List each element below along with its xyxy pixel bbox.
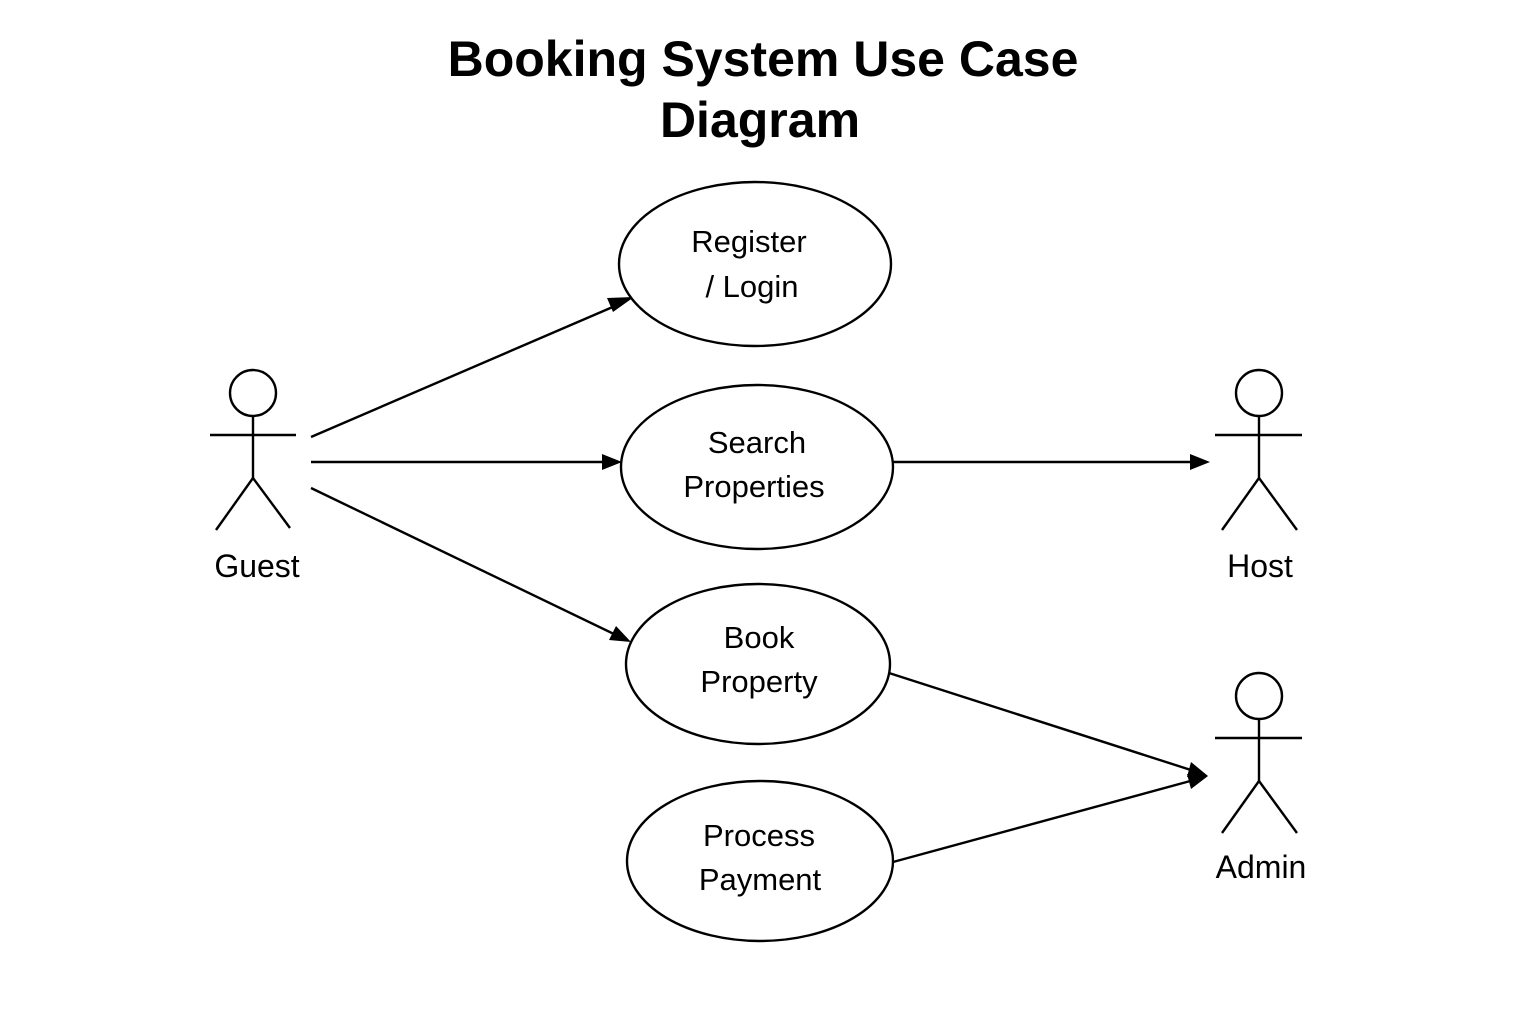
actor-host[interactable]: Host (1215, 368, 1302, 584)
stick-figure-icon (210, 368, 296, 531)
use-case-search-properties[interactable]: Search Properties (619, 383, 895, 551)
use-case-process-payment[interactable]: Process Payment (625, 779, 895, 943)
arrowhead-icon (602, 454, 622, 470)
use-case-label-line-2: Property (700, 664, 818, 699)
use-case-label-line-2: Payment (699, 862, 822, 897)
use-case-ellipse (617, 180, 893, 348)
arrowhead-icon (1187, 774, 1208, 789)
use-case-label-line-1: Process (703, 818, 815, 853)
actor-guest[interactable]: Guest (210, 368, 300, 584)
use-case-book-property[interactable]: Book Property (624, 582, 892, 746)
stick-figure-icon (1215, 368, 1302, 531)
association-book-property-admin (888, 671, 1208, 777)
use-case-label-line-1: Book (724, 620, 795, 655)
use-case-label-line-1: Search (708, 425, 806, 460)
diagram-title-line-2: Diagram (660, 92, 860, 148)
actor-admin[interactable]: Admin (1215, 671, 1307, 885)
use-case-ellipse (625, 779, 895, 943)
association-guest-book-property (310, 486, 631, 642)
diagram-title-line-1: Booking System Use Case (448, 31, 1079, 87)
association-process-payment-admin (892, 774, 1208, 864)
arrowhead-icon (607, 297, 634, 312)
association-search-properties-host (893, 454, 1210, 470)
use-case-label-line-1: Register (691, 224, 806, 259)
use-case-register-login[interactable]: Register / Login (617, 180, 893, 348)
actor-label: Admin (1216, 849, 1307, 885)
actor-label: Host (1227, 548, 1293, 584)
use-case-label-line-2: Properties (683, 469, 824, 504)
association-guest-register-login (310, 297, 634, 439)
stick-figure-icon (1215, 671, 1302, 834)
arrowhead-icon (1190, 454, 1210, 470)
use-case-ellipse (619, 383, 895, 551)
actor-label: Guest (214, 548, 299, 584)
arrowhead-icon (1187, 762, 1208, 777)
use-case-ellipse (624, 582, 892, 746)
arrowhead-icon (609, 626, 631, 642)
association-guest-search-properties (311, 454, 622, 470)
use-case-label-line-2: / Login (705, 269, 798, 304)
